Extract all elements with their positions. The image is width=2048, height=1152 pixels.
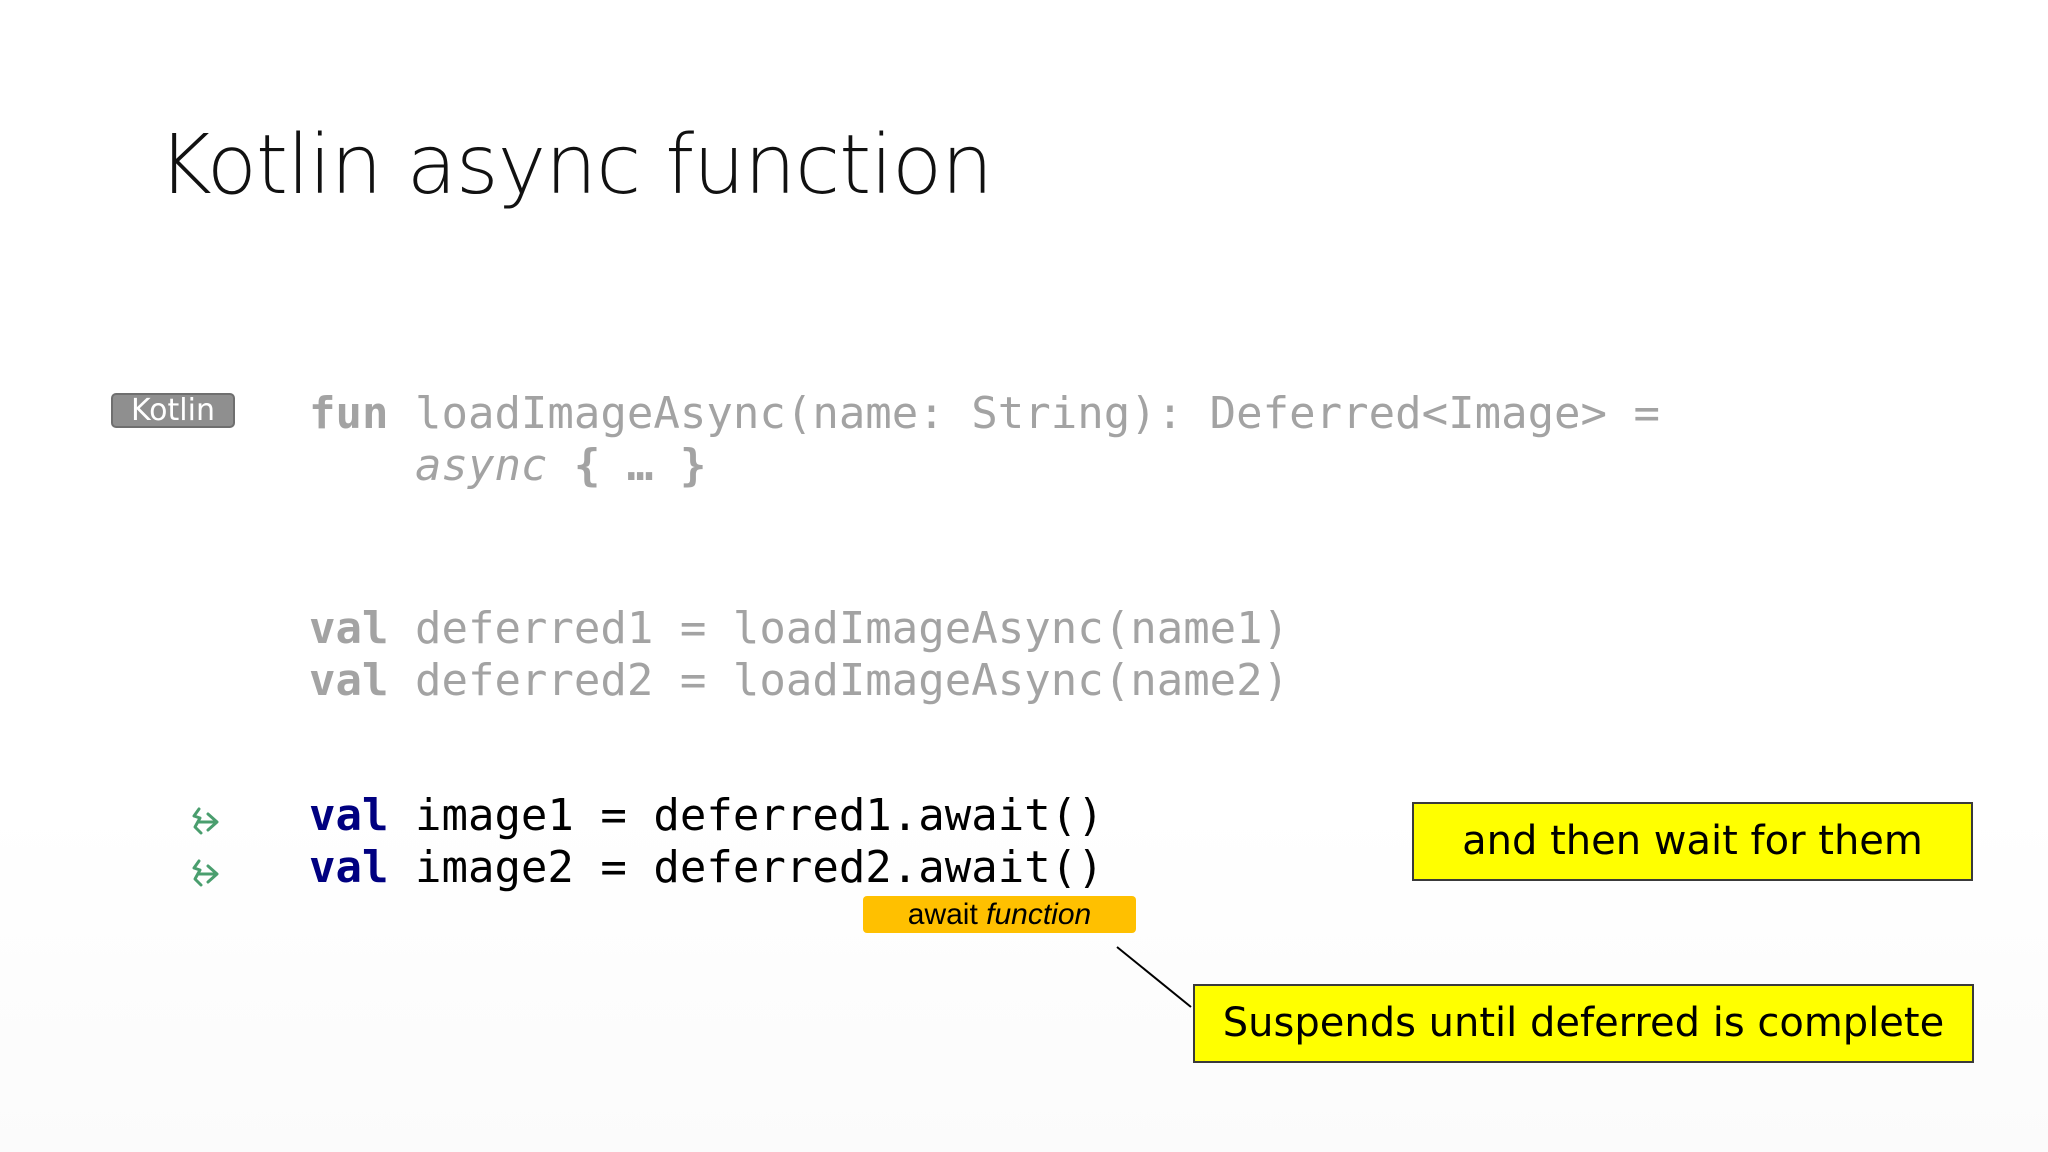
code-line-deferred-2: val deferred2 = loadImageAsync(name2) bbox=[309, 655, 1289, 707]
async-builder: async bbox=[414, 440, 548, 491]
await-statement: image1 = deferred1.await() bbox=[388, 790, 1104, 841]
code-space bbox=[547, 440, 574, 491]
open-brace: { bbox=[573, 440, 601, 491]
code-line-await-1: val image1 = deferred1.await() bbox=[309, 790, 1104, 842]
deferred-statement: deferred2 = loadImageAsync(name2) bbox=[388, 655, 1290, 706]
keyword-val: val bbox=[309, 655, 389, 706]
callout-suspends-until-complete: Suspends until deferred is complete bbox=[1193, 984, 1974, 1063]
await-statement: image2 = deferred2.await() bbox=[388, 842, 1104, 893]
code-indent bbox=[309, 440, 415, 491]
language-badge: Kotlin bbox=[111, 393, 235, 428]
suspend-call-icon bbox=[192, 807, 219, 835]
code-line-deferred-1: val deferred1 = loadImageAsync(name1) bbox=[309, 603, 1289, 655]
code-line-await-2: val image2 = deferred2.await() bbox=[309, 842, 1104, 894]
keyword-val: val bbox=[309, 842, 389, 893]
callout-wait-for-them: and then wait for them bbox=[1412, 802, 1973, 881]
close-brace: } bbox=[679, 440, 707, 491]
await-function-tag: await function bbox=[863, 896, 1136, 933]
deferred-statement: deferred1 = loadImageAsync(name1) bbox=[388, 603, 1290, 654]
body-ellipsis: … bbox=[600, 440, 680, 491]
await-tag-italic: function bbox=[986, 898, 1092, 931]
code-line-declaration-2: async { … } bbox=[309, 440, 706, 492]
suspend-call-icon bbox=[192, 859, 219, 887]
keyword-val: val bbox=[309, 790, 389, 841]
keyword-val: val bbox=[309, 603, 389, 654]
keyword-fun: fun bbox=[309, 388, 389, 439]
await-tag-prefix: await bbox=[907, 898, 987, 931]
declaration-signature: loadImageAsync(name: String): Deferred<I… bbox=[388, 388, 1661, 439]
slide-title: Kotlin async function bbox=[158, 118, 993, 213]
code-line-declaration-1: fun loadImageAsync(name: String): Deferr… bbox=[309, 388, 1660, 440]
